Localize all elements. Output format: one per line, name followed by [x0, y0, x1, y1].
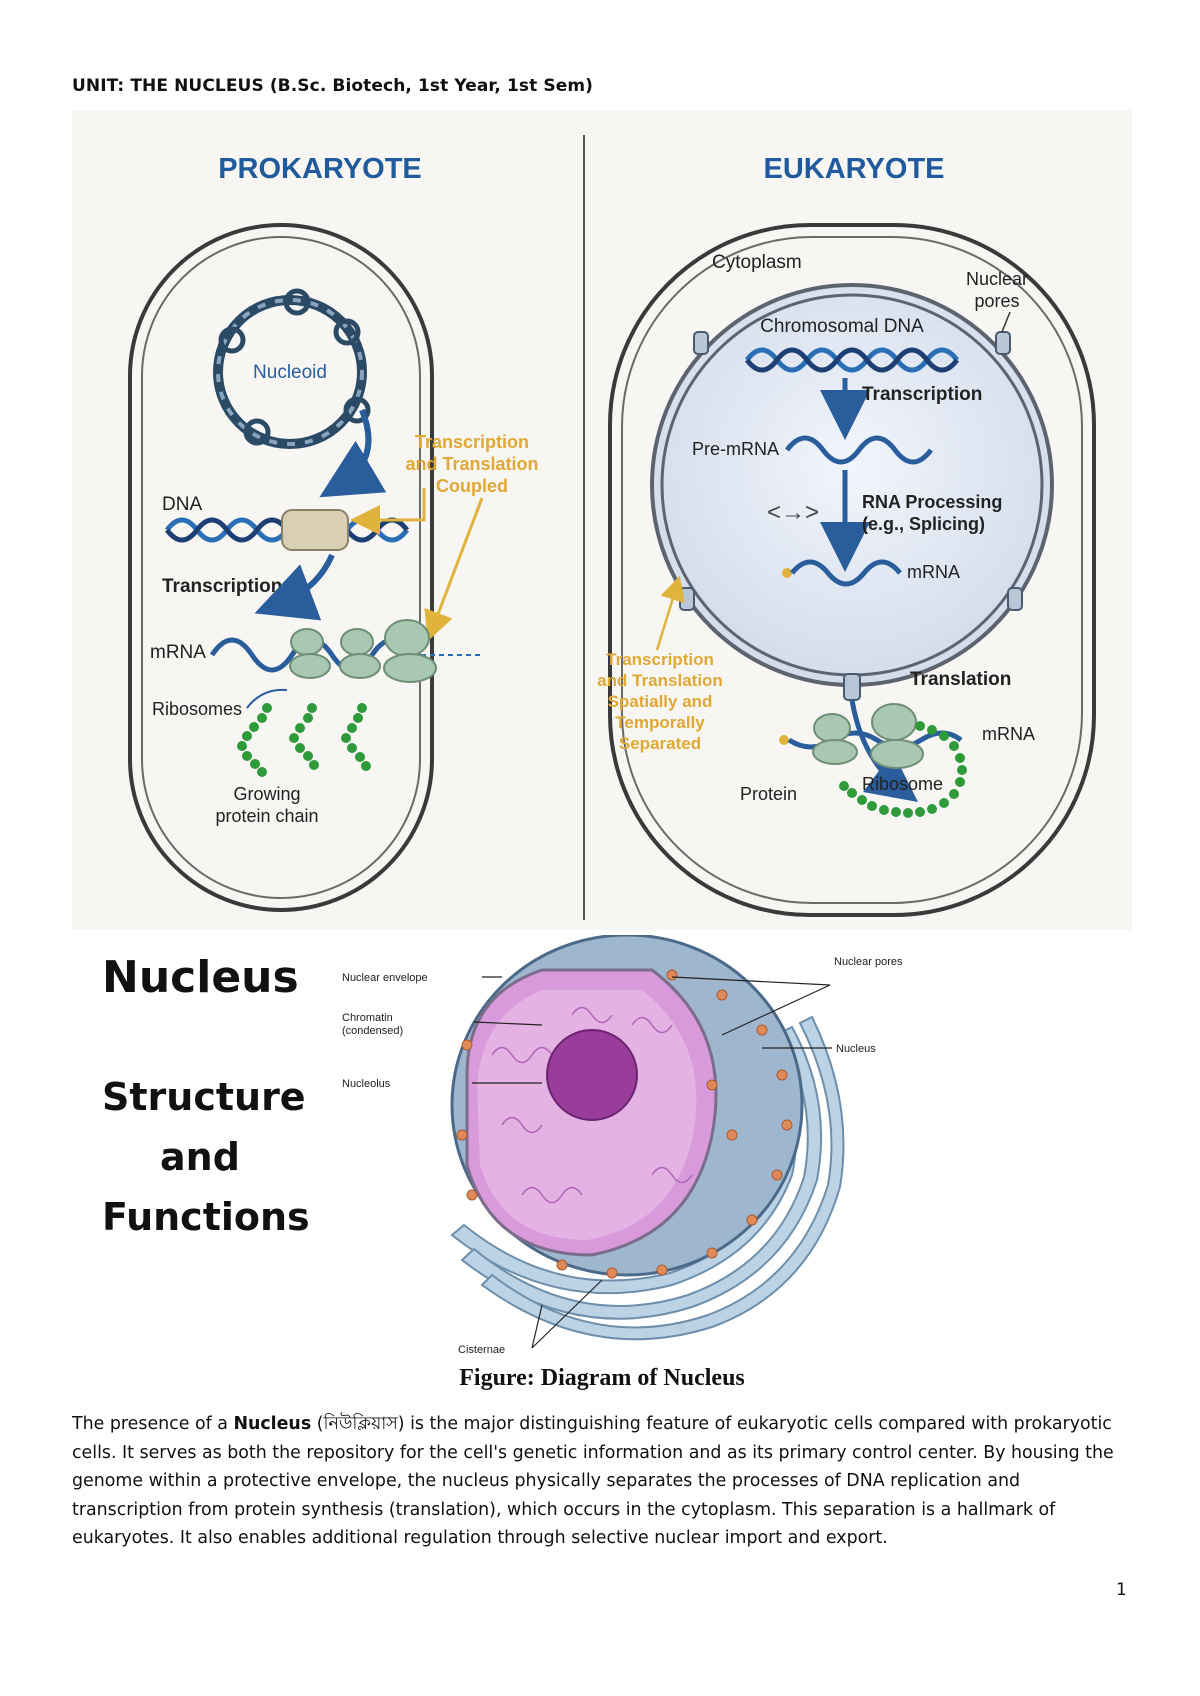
label-nuclear-envelope: Nuclear envelope [342, 972, 428, 984]
prokaryote-dna-label: DNA [162, 494, 202, 515]
prokaryote-transcription-label: Transcription [162, 576, 282, 597]
label-chromatin-line2: (condensed) [342, 1025, 403, 1037]
eukaryote-protein-chain [839, 721, 967, 818]
protein-label: Protein [740, 784, 797, 804]
nucleolus [546, 1029, 638, 1121]
prokaryote-dna-helix [165, 509, 409, 551]
label-cisternae: Cisternae [458, 1344, 505, 1356]
translation-label: Translation [910, 669, 1011, 690]
ribosome-label: Ribosome [862, 774, 943, 794]
nuclear-pore-dots [456, 969, 793, 1279]
structure-title: Structure [102, 1075, 306, 1119]
chromosomal-dna-helix [745, 347, 959, 373]
eukaryote-ribosomes [812, 703, 924, 769]
separated-line5: Separated [619, 734, 701, 753]
nucleus-title: Nucleus [102, 952, 299, 1003]
cytoplasm-label: Cytoplasm [712, 252, 802, 273]
eukaryote-cell [608, 223, 1096, 917]
para-lead: The presence of a [72, 1414, 234, 1434]
para-bold-term: Nucleus [233, 1414, 312, 1434]
mrna-outer-label: mRNA [982, 724, 1035, 744]
eukaryote-mrna-inner [790, 559, 902, 587]
growing-line2: protein chain [215, 806, 318, 826]
coupled-line3: Coupled [436, 476, 508, 496]
label-nucleus: Nucleus [836, 1043, 876, 1055]
eukaryote-title: EUKARYOTE [764, 153, 945, 185]
functions-title: Functions [102, 1195, 310, 1239]
prokaryote-ribosomes [289, 619, 437, 683]
splicing-icon: <→> [767, 499, 819, 526]
processing-line1: RNA Processing [862, 492, 1002, 512]
pores-line2: pores [974, 291, 1019, 311]
para-body: (নিউক্লিয়াস) is the major distinguishin… [72, 1414, 1114, 1548]
prokaryote-cell [128, 223, 434, 912]
nucleoid-dna-loop [213, 288, 371, 449]
separated-line3: Spatially and [608, 692, 713, 711]
eukaryote-transcription-label: Transcription [862, 384, 982, 405]
coupled-line1: Transcription [415, 432, 529, 452]
growing-line1: Growing [233, 784, 300, 804]
eukaryote-nucleus [650, 283, 1054, 687]
pre-mrna-label: Pre-mRNA [692, 439, 779, 459]
eukaryote-mrna-outer [787, 730, 963, 750]
nucleus-structure-figure: Nucleus Structure and Functions [72, 935, 1132, 1415]
prokaryote-title: PROKARYOTE [218, 153, 422, 185]
page-number: 1 [1116, 1580, 1127, 1600]
separated-line2: and Translation [597, 671, 723, 690]
processing-line2: (e.g., Splicing) [862, 514, 985, 534]
label-chromatin-line1: Chromatin [342, 1012, 393, 1024]
ribosomes-label: Ribosomes [152, 699, 242, 719]
label-nuclear-pores: Nuclear pores [834, 956, 903, 968]
nucleoid-label: Nucleoid [253, 362, 327, 383]
prokaryote-eukaryote-figure: PROKARYOTE EUKARYOTE Nucleoid DNA Transc… [72, 110, 1132, 930]
and-title: and [160, 1135, 240, 1179]
prokaryote-mrna-label: mRNA [150, 642, 206, 663]
pores-line1: Nuclear [966, 269, 1028, 289]
chromosomal-dna-label: Chromosomal DNA [760, 316, 924, 337]
label-nucleolus: Nucleolus [342, 1078, 391, 1090]
figure-caption: Figure: Diagram of Nucleus [459, 1365, 745, 1391]
growing-protein-chains [237, 703, 371, 777]
page-header: UNIT: THE NUCLEUS (B.Sc. Biotech, 1st Ye… [72, 76, 594, 96]
intro-paragraph: The presence of a Nucleus (নিউক্লিয়াস) … [72, 1410, 1132, 1553]
coupled-line2: and Translation [405, 454, 538, 474]
separated-line4: Temporally [615, 713, 705, 732]
chromatin [491, 1006, 693, 1204]
mrna-inner-label: mRNA [907, 562, 960, 582]
pre-mrna-strand [785, 435, 933, 465]
separated-line1: Transcription [606, 650, 714, 669]
